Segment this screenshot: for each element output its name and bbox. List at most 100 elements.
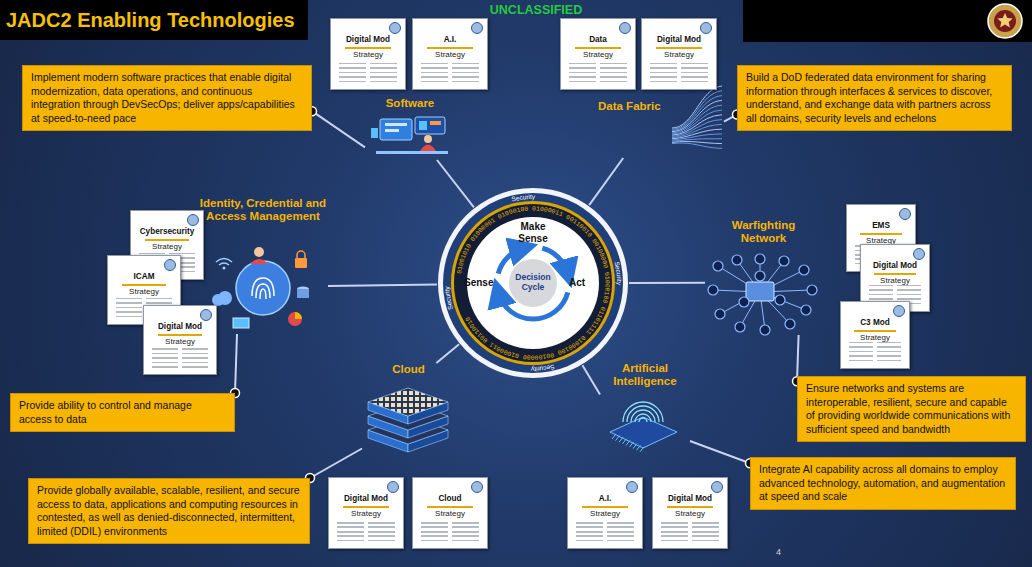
document-subtitle: Strategy: [561, 50, 635, 60]
connector-line: [582, 365, 600, 394]
document-lines: [339, 63, 397, 83]
node-text: Implement modern software practices that…: [31, 71, 303, 125]
document-seal: [893, 305, 905, 317]
description-box: Implement modern software practices that…: [22, 65, 312, 131]
document-subtitle: Strategy: [642, 50, 716, 60]
ring-text: Security: [443, 285, 454, 310]
document-subtitle: Strategy: [568, 509, 642, 519]
node-text: Artificial Intelligence: [605, 362, 685, 388]
cycle-step: Sense: [464, 277, 498, 289]
node-text: Build a DoD federated data environment f…: [746, 71, 1003, 125]
node-text: Provide globally available, scalable, re…: [37, 484, 301, 538]
gold-rule: [575, 47, 621, 49]
connector: [589, 158, 623, 205]
document-subtitle: Strategy: [413, 509, 487, 519]
connector-line: [235, 334, 237, 393]
document-seal: [387, 481, 399, 493]
technology-node: Warfighting Network: [705, 219, 822, 335]
connector-line: [437, 160, 474, 207]
ring-text: Security: [511, 193, 536, 203]
document-title: Digital Mod: [329, 493, 403, 504]
classification-marking: UNCLASSIFIED: [466, 3, 606, 17]
document-subtitle: Strategy: [653, 509, 727, 519]
gold-rule: [343, 506, 389, 508]
connector-line: [328, 284, 437, 286]
gold-rule: [582, 506, 628, 508]
document-seal: [164, 259, 176, 271]
gold-rule: [860, 233, 902, 235]
document-seal: [711, 481, 723, 493]
strategy-document: DataStrategy: [560, 18, 636, 90]
node-text: Provide ability to control and manage ac…: [19, 399, 226, 426]
document-lines: [152, 348, 208, 368]
document-title: Cybersecurity: [131, 226, 203, 237]
document-seal: [619, 22, 631, 34]
node-text: Data Fabric: [598, 100, 673, 113]
document-seal: [700, 22, 712, 34]
strategy-document: C3 ModStrategy: [840, 301, 910, 369]
description-box: Provide globally available, scalable, re…: [28, 478, 310, 544]
document-lines: [661, 522, 719, 542]
gold-rule: [145, 239, 190, 241]
document-lines: [576, 522, 634, 542]
ring-text: Security: [614, 261, 624, 286]
gold-rule: [427, 47, 473, 49]
description-box: Ensure networks and systems are interope…: [797, 376, 1026, 442]
connector-line: [629, 282, 705, 284]
document-seal: [899, 208, 911, 220]
title-text: JADC2 Enabling Technologies: [6, 8, 308, 32]
gold-rule: [854, 330, 896, 332]
cycle-step: Make Sense: [508, 221, 558, 245]
document-title: Cloud: [413, 493, 487, 504]
document-lines: [650, 63, 708, 83]
node-text: Identity, Credential and Access Manageme…: [198, 197, 328, 223]
document-lines: [849, 342, 901, 362]
gold-rule: [874, 273, 916, 275]
document-seal: [389, 22, 401, 34]
connector-line: [690, 441, 750, 463]
document-seal: [200, 309, 212, 321]
page-number: 4: [776, 547, 788, 557]
connector-line: [797, 335, 799, 381]
strategy-document: Digital ModStrategy: [641, 18, 717, 90]
connector: [690, 441, 755, 468]
document-seal: [471, 22, 483, 34]
cycle-step: Act: [569, 277, 595, 289]
connector-line: [310, 449, 362, 479]
document-title: Digital Mod: [653, 493, 727, 504]
gold-rule: [122, 284, 167, 286]
document-title: ICAM: [108, 271, 180, 282]
gold-rule: [345, 47, 391, 49]
document-title: A.I.: [568, 493, 642, 504]
document-seal: [626, 481, 638, 493]
document-title: Data: [561, 34, 635, 45]
technology-node: Software: [365, 97, 455, 160]
connector: [308, 107, 366, 148]
node-text: Ensure networks and systems are interope…: [806, 382, 1017, 436]
node-text: Integrate AI capability across all domai…: [759, 463, 1007, 504]
document-title: EMS: [847, 220, 915, 231]
gold-rule: [427, 506, 473, 508]
connector: [231, 334, 240, 398]
title-bar: JADC2 Enabling Technologies: [0, 0, 308, 40]
document-title: Digital Mod: [642, 34, 716, 45]
connector: [437, 160, 474, 207]
connector-line: [436, 344, 459, 363]
strategy-document: Digital ModStrategy: [330, 18, 406, 90]
gold-rule: [667, 506, 713, 508]
technology-node: Cloud: [362, 363, 455, 458]
technology-node: Identity, Credential and Access Manageme…: [198, 197, 328, 334]
technology-node: Data Fabric: [598, 92, 724, 158]
document-title: Digital Mod: [861, 260, 929, 271]
binary-ring-text: 01001010 01000001 01000100 01000011 0011…: [456, 205, 610, 360]
node-text: Warfighting Network: [723, 219, 805, 245]
strategy-document: CloudStrategy: [412, 477, 488, 549]
connector: [582, 365, 600, 394]
document-subtitle: Strategy: [329, 509, 403, 519]
document-lines: [569, 63, 627, 83]
connector: [328, 284, 437, 286]
connector: [629, 282, 705, 283]
description-box: Integrate AI capability across all domai…: [750, 457, 1016, 510]
document-subtitle: Strategy: [108, 287, 180, 297]
document-title: C3 Mod: [841, 317, 909, 328]
